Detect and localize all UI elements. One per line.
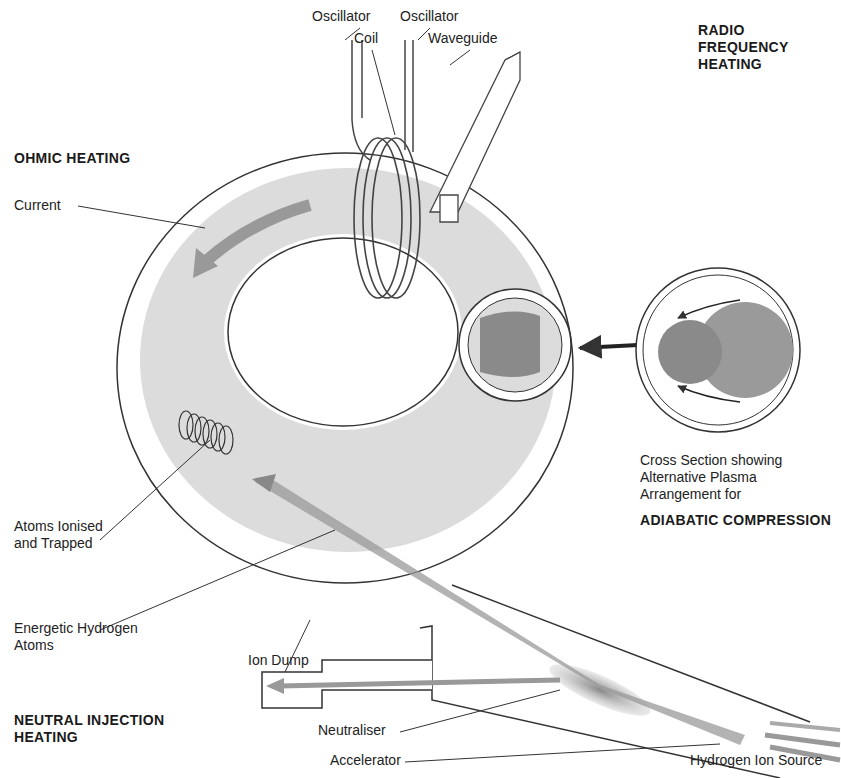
part-label: Accelerator [330, 752, 420, 769]
waveguide-mouth [440, 195, 458, 222]
coil-wire [404, 40, 406, 150]
neutral-beam-head [252, 474, 276, 492]
ion-beam-head [266, 678, 284, 694]
leader-lines [78, 28, 720, 762]
section-heading: ADIABATIC COMPRESSION [640, 512, 836, 529]
pointer-arrow [580, 345, 638, 348]
section-heading: RADIO FREQUENCY HEATING [698, 22, 836, 72]
compression-arrow [678, 300, 740, 318]
current-arrow [205, 205, 310, 262]
section-heading: NEUTRAL INJECTION HEATING [14, 712, 194, 746]
section-ring-large-inner [643, 275, 793, 425]
coil-turn [354, 138, 402, 298]
neutraliser-cloud [544, 655, 656, 725]
part-label: Coil [354, 30, 414, 47]
current-arrow-head [193, 248, 218, 278]
section-ring-large [636, 268, 800, 432]
waveguide [430, 52, 520, 212]
plasma-section [480, 311, 540, 377]
section-heading: OHMIC HEATING [14, 150, 194, 167]
plasma-band [140, 168, 556, 552]
part-label: Hydrogen Ion Source [690, 752, 836, 769]
coil-wire [361, 40, 363, 118]
section-ring [459, 289, 571, 401]
caption-note: Cross Section showing Alternative Plasma… [640, 452, 810, 502]
torus-outline [117, 153, 573, 583]
ion-beam [280, 680, 560, 686]
part-label: Current [14, 197, 94, 214]
helix-turn [219, 426, 233, 454]
part-label: Atoms Ionised and Trapped [14, 518, 124, 552]
waveguide-edge [505, 52, 520, 60]
part-label: Oscillator [312, 8, 402, 25]
torus-hole [228, 238, 458, 426]
part-label: Energetic Hydrogen Atoms [14, 620, 164, 654]
part-label: Neutraliser [318, 722, 408, 739]
ion-source-beam [765, 735, 840, 745]
plasma-compressed [658, 320, 722, 384]
compression-arrow [678, 386, 740, 402]
ion-source-beam [770, 723, 840, 730]
trapped-ion-helix [179, 411, 233, 454]
part-label: Oscillator [400, 8, 490, 25]
coil-turn [363, 138, 411, 298]
coil-wire [352, 40, 370, 160]
coil-windings [354, 138, 420, 298]
part-label: Waveguide [428, 30, 528, 47]
part-label: Ion Dump [248, 652, 328, 669]
coil-turn [372, 138, 420, 298]
section-ring-inner [468, 298, 562, 392]
coil-wire [412, 40, 414, 152]
